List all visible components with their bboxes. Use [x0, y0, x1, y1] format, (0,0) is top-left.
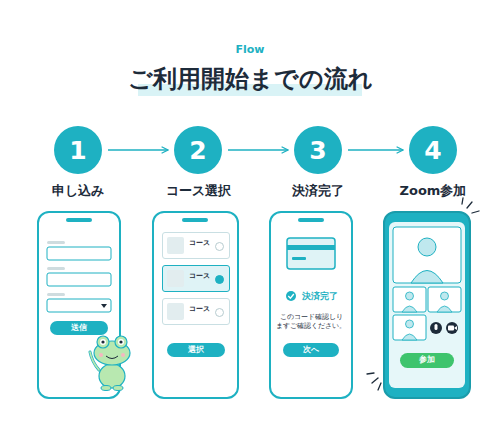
status-text: 決済完了	[302, 291, 338, 302]
step-circle: 2コース選択	[174, 126, 222, 174]
page-title: ご利用開始までの流れ	[0, 63, 500, 95]
button-label: 参加	[419, 355, 435, 365]
section-eyebrow: Flow	[235, 43, 264, 56]
button-label: 選択	[188, 345, 204, 355]
step-heading: 決済完了	[292, 182, 344, 200]
step-heading: 申し込み	[52, 182, 104, 200]
app-button: 選択	[167, 343, 225, 357]
flow-arrow	[228, 149, 288, 151]
app-button: 次へ	[283, 343, 339, 357]
frog-mascot	[90, 336, 130, 391]
button-label: 送信	[71, 323, 87, 333]
course-card-selected: コース	[162, 265, 230, 292]
step-number: 2	[189, 136, 206, 165]
card-label: コース	[189, 238, 210, 248]
flow-arrow	[348, 149, 403, 151]
phone-zoom	[384, 212, 470, 398]
flow-arrow	[108, 149, 168, 151]
step-number: 1	[69, 136, 86, 165]
step-circle: 4Zoom参加	[409, 126, 457, 174]
join-button: 参加	[400, 353, 454, 368]
phone-course	[153, 212, 238, 398]
course-card: コース	[162, 298, 230, 325]
step-number: 3	[309, 136, 326, 165]
sparkle-lines	[367, 198, 479, 390]
card-label: コース	[189, 271, 210, 281]
step-circle: 1申し込み	[54, 126, 102, 174]
note-text: このコード確認しり ますご確認ください。	[275, 313, 347, 331]
step-circle: 3決済完了	[294, 126, 342, 174]
step-number: 4	[424, 136, 441, 165]
button-label: 次へ	[303, 345, 319, 355]
phone-payment	[270, 212, 352, 398]
app-button: 送信	[50, 321, 108, 335]
course-card: コース	[162, 232, 230, 259]
card-label: コース	[189, 304, 210, 314]
step-heading: コース選択	[166, 182, 231, 200]
step-heading: Zoom参加	[400, 182, 467, 200]
